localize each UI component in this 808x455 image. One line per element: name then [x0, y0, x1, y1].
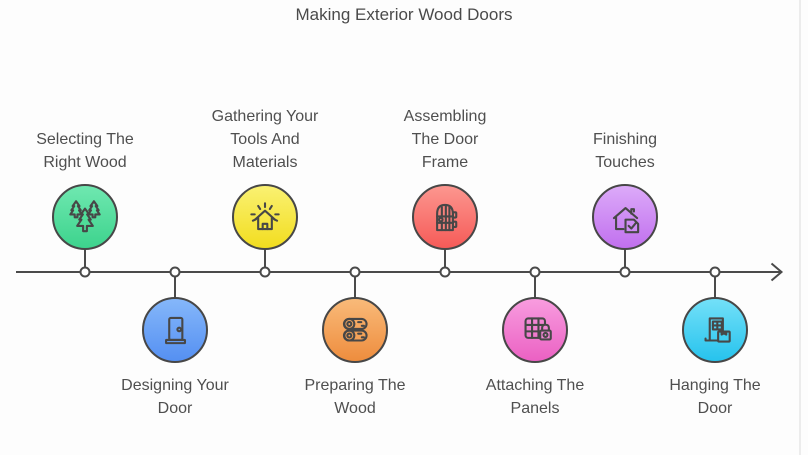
door-box-icon [704, 316, 731, 343]
wood-logs-icon [342, 317, 368, 342]
step-circle-attaching-panels [501, 296, 568, 363]
step-circle-gathering-tools [231, 183, 298, 250]
step-circle-selecting-wood [51, 183, 118, 250]
step-label-gathering-tools: Gathering Your Tools And Materials [211, 108, 319, 171]
house-rays-icon [249, 201, 280, 230]
timeline-node-dots [79, 266, 721, 278]
panels-lock-icon [524, 316, 552, 340]
step-label-attaching-panels: Attaching The Panels [485, 377, 585, 417]
right-edge-divider [799, 0, 801, 455]
step-label-selecting-wood: Selecting The Right Wood [36, 131, 134, 171]
step-circle-assembling-frame [411, 183, 478, 250]
step-label-assembling-frame: Assembling The Door Frame [403, 108, 487, 171]
door-icon [164, 316, 186, 344]
page-title: Making Exterior Wood Doors [295, 5, 513, 24]
pine-trees-icon [68, 199, 101, 232]
step-circle-designing-door [141, 296, 208, 363]
arched-door-icon [435, 203, 457, 231]
step-label-finishing-touches: Finishing Touches [592, 131, 658, 171]
step-label-hanging-door: Hanging The Door [669, 377, 761, 417]
step-circle-hanging-door [681, 296, 748, 363]
arrow-head-icon [770, 262, 784, 282]
step-circle-preparing-wood [321, 296, 388, 363]
step-circle-finishing-touches [591, 183, 658, 250]
step-label-preparing-wood: Preparing The Wood [304, 377, 406, 417]
step-label-designing-door: Designing Your Door [121, 377, 229, 417]
house-check-icon [612, 206, 639, 233]
